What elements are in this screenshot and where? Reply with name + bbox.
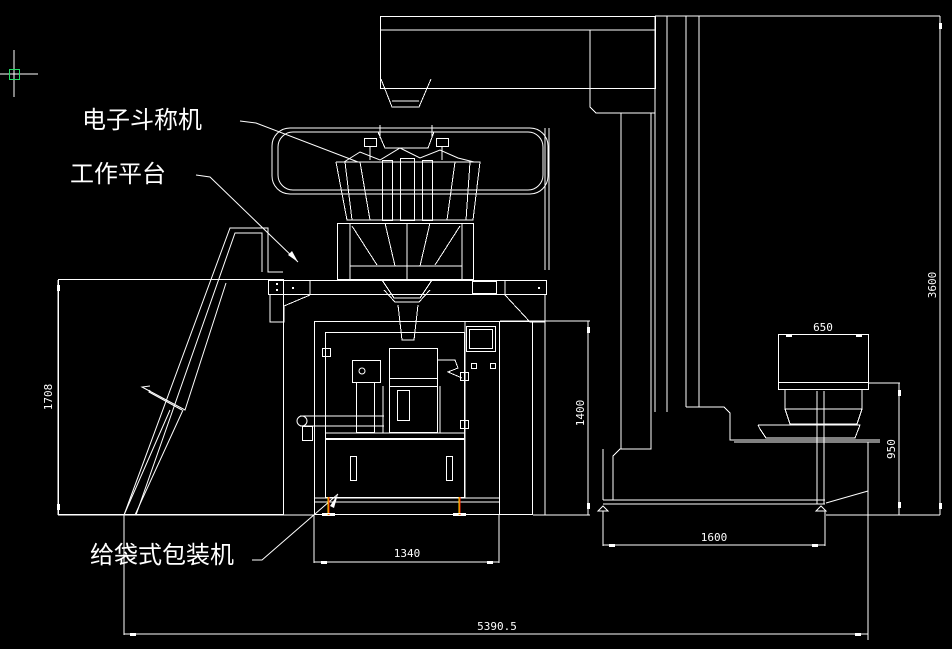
- dimension-total-height: 3600: [699, 15, 942, 515]
- crosshair-cursor-icon: [0, 50, 38, 97]
- dimension-label-1340: 1340: [394, 547, 421, 560]
- label-packer-text: 给袋式包装机: [90, 541, 234, 569]
- dimension-hopper-height: 950: [826, 382, 940, 516]
- dimension-label-650: 650: [813, 321, 833, 334]
- leader-line-weigher: [239, 120, 359, 163]
- dimension-label-1708: 1708: [42, 384, 55, 411]
- work-platform: [268, 279, 547, 341]
- dimension-label-1400: 1400: [574, 400, 587, 427]
- dimension-left-height: 1708: [42, 280, 60, 515]
- overhead-gantry: [380, 15, 885, 449]
- label-platform: 工作平台: [70, 160, 299, 263]
- dimension-label-1600: 1600: [701, 531, 728, 544]
- label-weigher-text: 电子斗称机: [82, 106, 202, 134]
- dimension-label-950: 950: [885, 439, 898, 459]
- label-packer: 给袋式包装机: [90, 493, 339, 569]
- dimension-packer-height: 1400: [500, 320, 590, 516]
- dimension-hopper-width: 650: [786, 321, 862, 337]
- incline-ladder: [58, 227, 284, 516]
- multihead-weigher: [271, 125, 550, 280]
- bag-packing-machine: [296, 321, 546, 516]
- dimension-packer-width: 1340: [313, 515, 500, 564]
- label-weigher: 电子斗称机: [82, 106, 359, 163]
- leader-line-platform: [195, 174, 299, 263]
- discharge-conveyor: [596, 334, 869, 640]
- leader-line-packer: [252, 493, 339, 561]
- label-platform-text: 工作平台: [70, 160, 166, 188]
- main-column: [612, 16, 880, 500]
- dimension-label-5390-5: 5390.5: [477, 620, 517, 633]
- dimension-total-width: 5390.5: [123, 515, 868, 636]
- dimension-label-3600: 3600: [926, 272, 939, 299]
- dimension-conveyor-width: 1600: [602, 511, 826, 547]
